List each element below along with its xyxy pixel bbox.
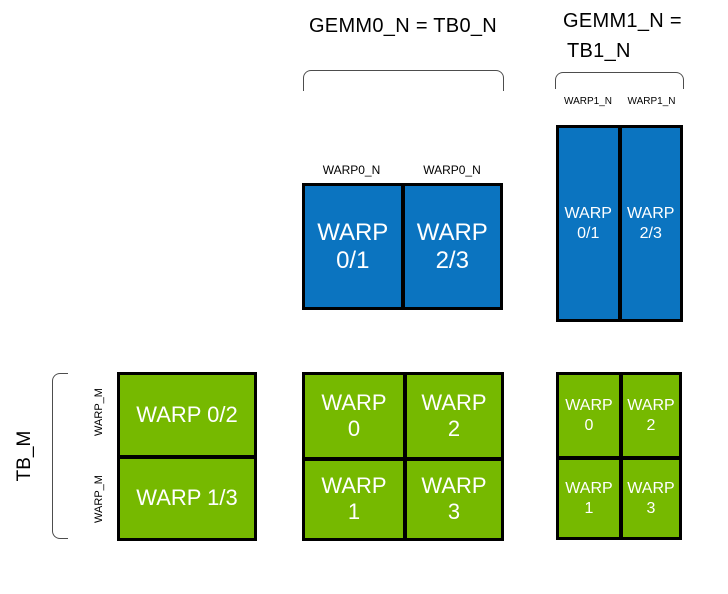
warp-row-0-2: WARP 0/2: [136, 401, 238, 427]
warp-cell-1: WARP 1: [559, 456, 619, 537]
gemm1-n-title: GEMM1_N = TB1_N: [563, 6, 713, 66]
warp-cell-ids: 2/3: [639, 224, 662, 242]
gemm1-n-bracket: [555, 72, 684, 89]
warp1-n-label-left: WARP1_N: [564, 96, 612, 107]
gemm0-warp-tile-box: WARP 0/1 WARP 2/3: [302, 183, 503, 310]
warp-m-label-row1: WARP_M: [93, 475, 105, 523]
warp-cell-3: WARP 3: [403, 456, 501, 538]
warp0-n-label-left: WARP0_N: [322, 163, 381, 177]
warp-cell-label: WARP: [416, 218, 488, 246]
gemm1-n-title-line2: TB1_N: [567, 40, 631, 62]
warp-cell-ids: 0/1: [577, 224, 600, 242]
warp-m-label-row0: WARP_M: [93, 388, 105, 436]
warp-cell-0-1: WARP 0/1: [305, 186, 401, 307]
warp-cell-label: WARP: [321, 473, 387, 499]
warp-cell-id: 0: [584, 416, 594, 434]
warp-cell-1: WARP 1: [305, 456, 403, 539]
warp-cell-0-1: WARP 0/1: [559, 128, 618, 319]
warp-cell-0: WARP 0: [305, 375, 403, 457]
tb-m-bracket: [52, 373, 68, 539]
warp1-n-label-right: WARP1_N: [627, 96, 676, 107]
tb-m-label: TB_M: [14, 430, 35, 482]
warp-cell-label: WARP: [565, 396, 613, 414]
warp-cell-id: 1: [347, 499, 361, 525]
warp-cell-label: WARP: [321, 389, 387, 415]
warp-cell-2: WARP 2: [403, 375, 501, 457]
warp-cell-ids: 2/3: [435, 246, 469, 274]
warp-cell-id: 0: [347, 415, 361, 441]
gemm0-n-title: GEMM0_N = TB0_N: [308, 15, 498, 37]
gemm0-warp-grid-box: WARP 0 WARP 2 WARP 1 WARP 3: [302, 372, 504, 541]
tb-m-warp-rows-box: WARP 0/2 WARP 1/3: [117, 372, 257, 541]
warp0-n-label-right: WARP0_N: [423, 163, 481, 177]
warp-cell-label: WARP: [421, 473, 487, 499]
warp-cell-2-3: WARP 2/3: [400, 186, 501, 307]
warp-cell-id: 3: [447, 499, 461, 525]
warp-cell-label: WARP: [317, 218, 389, 246]
warp-cell-label: WARP: [627, 204, 675, 222]
gemm0-n-bracket: [303, 70, 504, 91]
warp-cell-label: WARP: [564, 204, 612, 222]
warp-cell-2: WARP 2: [619, 375, 679, 456]
warp-cell-ids: 0/1: [336, 246, 370, 274]
warp-cell-label: WARP: [565, 479, 613, 497]
gemm1-warp-tile-box: WARP 0/1 WARP 2/3: [556, 125, 683, 322]
warp-cell-id: 3: [646, 499, 656, 517]
warp-cell-id: 2: [447, 415, 461, 441]
warp-cell-0: WARP 0: [559, 375, 619, 456]
warp-cell-id: 2: [646, 416, 656, 434]
warp-cell-label: WARP: [421, 389, 487, 415]
warp-cell-2-3: WARP 2/3: [617, 128, 681, 319]
gemm1-n-title-line1: GEMM1_N =: [563, 10, 682, 32]
warp-cell-3: WARP 3: [619, 456, 679, 537]
warp-cell-label: WARP: [627, 396, 675, 414]
warp-row-1-3: WARP 1/3: [120, 454, 254, 539]
warp-cell-id: 1: [584, 499, 594, 517]
warp-cell-label: WARP: [627, 479, 675, 497]
gemm1-warp-grid-box: WARP 0 WARP 2 WARP 1 WARP 3: [556, 372, 682, 540]
